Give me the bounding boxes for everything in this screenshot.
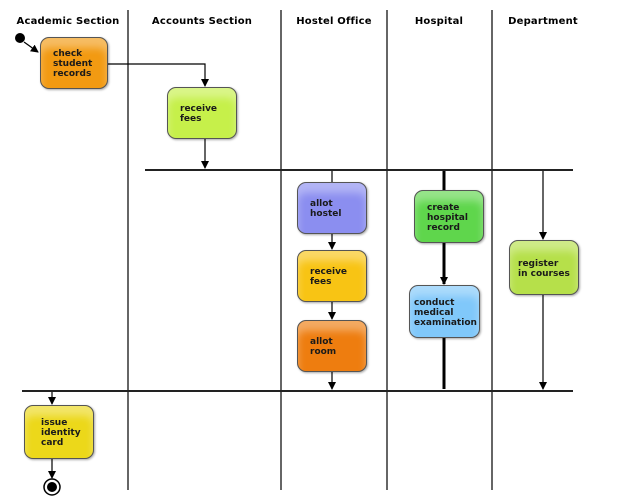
activity-create-hospital-record: create hospital record bbox=[414, 190, 484, 243]
activity-label: receive fees bbox=[180, 104, 218, 124]
activity-label: receive fees bbox=[310, 267, 348, 287]
initial-node bbox=[15, 33, 25, 43]
lane-title-department: Department bbox=[508, 16, 578, 27]
activity-label: create hospital record bbox=[427, 202, 468, 233]
activity-receive-fees-hostel: receive fees bbox=[297, 250, 367, 302]
activity-issue-identity-card: issue identity card bbox=[24, 405, 94, 459]
activity-label: allot hostel bbox=[310, 199, 342, 219]
activity-check-student-records: check student records bbox=[40, 37, 108, 89]
activity-allot-hostel: allot hostel bbox=[297, 182, 367, 234]
activity-label: allot room bbox=[310, 337, 337, 357]
activity-label: check student records bbox=[53, 49, 93, 79]
flow-start bbox=[23, 41, 39, 53]
lane-title-accounts: Accounts Section bbox=[151, 16, 253, 27]
lane-title-hospital: Hospital bbox=[414, 16, 464, 27]
activity-allot-room: allot room bbox=[297, 320, 367, 372]
final-node-core bbox=[47, 482, 57, 492]
activity-label: issue identity card bbox=[41, 418, 81, 448]
activity-register-in-courses: register in courses bbox=[509, 240, 579, 295]
activity-conduct-medical-examination: conduct medical examination bbox=[409, 285, 480, 338]
lane-title-hostel: Hostel Office bbox=[296, 16, 372, 27]
flow-records-to-fees bbox=[108, 63, 209, 87]
lane-title-academic: Academic Section bbox=[16, 16, 120, 27]
activity-label: register in courses bbox=[518, 258, 570, 279]
activity-receive-fees-accounts: receive fees bbox=[167, 87, 237, 139]
activity-label: conduct medical examination bbox=[414, 297, 477, 328]
